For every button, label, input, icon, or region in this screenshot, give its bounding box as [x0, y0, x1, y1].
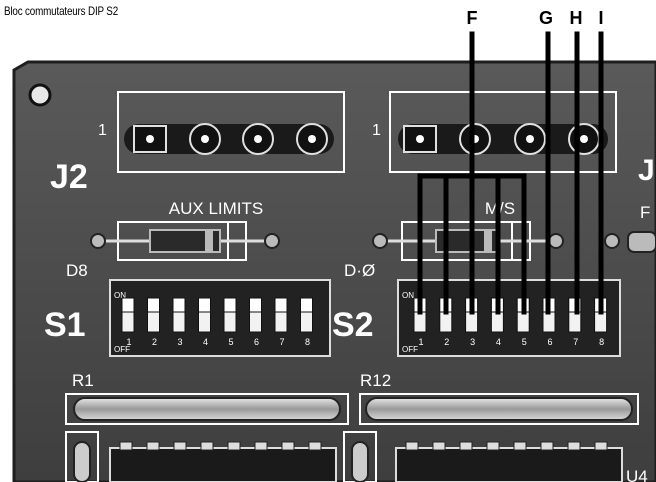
- resistor-r11: R1: [65, 371, 349, 425]
- s2-label: S2: [332, 306, 374, 344]
- s1-switch-number: 7: [279, 337, 284, 347]
- s1-switch-2: 2: [147, 297, 160, 347]
- s1-on-label: ON: [114, 291, 126, 300]
- s1-switch-number: 4: [203, 337, 208, 347]
- chip-pin: [173, 441, 187, 451]
- callout-lines: [417, 31, 604, 315]
- chip-pin: [308, 441, 322, 451]
- chip-pin: [254, 441, 268, 451]
- s2-switch-2: 2: [439, 297, 453, 347]
- callout-f: F: [467, 8, 478, 28]
- s2-switch-number: 4: [496, 337, 501, 347]
- s2-switch-number: 3: [470, 337, 475, 347]
- j3-label: J: [638, 154, 655, 187]
- s1-switch-number: 2: [152, 337, 157, 347]
- chip-pin: [200, 441, 214, 451]
- circuit-board: [12, 60, 656, 482]
- callout-i: I: [598, 8, 603, 28]
- s2-switch-number: 6: [547, 337, 552, 347]
- d10-label: D·Ø: [344, 261, 375, 280]
- s2-off-label: OFF: [402, 345, 418, 354]
- d8-label: D8: [66, 261, 88, 280]
- chip-pin: [459, 441, 473, 451]
- s1-switch-number: 5: [228, 337, 233, 347]
- s2-switch-number: 2: [444, 337, 449, 347]
- s1-switch-number: 1: [126, 337, 131, 347]
- chip-pin: [567, 441, 581, 451]
- s1-switch-1: 1: [121, 297, 135, 347]
- callout-g: G: [539, 8, 553, 28]
- s2-switch-number: 5: [522, 337, 527, 347]
- j3-pin1-label: 1: [372, 122, 381, 139]
- s1-switch-number: 3: [177, 337, 182, 347]
- s1-switch-6: 6: [249, 297, 262, 347]
- chip-pin: [594, 441, 608, 451]
- s1-switch-7: 7: [274, 297, 288, 347]
- s2-switch-number: 7: [573, 337, 578, 347]
- resistor-r12: R12: [359, 371, 639, 425]
- header-j3: 1 J: [372, 91, 655, 187]
- chip-pin: [146, 441, 160, 451]
- j2-label: J2: [50, 158, 88, 196]
- chip-pin: [227, 441, 241, 451]
- r11-label: R1: [72, 371, 94, 390]
- mounting-hole: [28, 83, 52, 107]
- j2-pin1-label: 1: [98, 122, 107, 139]
- chip-pin: [540, 441, 554, 451]
- chip-pin: [513, 441, 527, 451]
- dip-switch-s1: S1 ON OFF 1 2 3 4 5 6 7 8: [44, 279, 331, 357]
- s2-switch-8: 8: [594, 297, 608, 347]
- diode-d10: M/S D·Ø: [344, 199, 564, 280]
- edge-diode-label: F: [640, 203, 650, 222]
- s1-switch-4: 4: [198, 297, 211, 347]
- r12-label: R12: [360, 371, 391, 390]
- dip-switch-s2: S2 ON OFF 1 2 3 4 5 6 7 8: [332, 279, 621, 357]
- figure-caption: Bloc commutateurs DIP S2: [4, 4, 119, 18]
- s1-switch-5: 5: [223, 297, 237, 347]
- s2-switch-number: 8: [599, 337, 604, 347]
- bottom-components: U4: [65, 431, 648, 482]
- chip-label: U4: [626, 467, 648, 482]
- diode-d8: AUX LIMITS D8: [66, 199, 280, 280]
- chip-pin: [281, 441, 295, 451]
- callout-h: H: [570, 8, 583, 28]
- s1-switch-8: 8: [300, 297, 313, 347]
- chip-pin: [405, 441, 419, 451]
- aux-limits-label: AUX LIMITS: [169, 199, 263, 218]
- chip-pin: [432, 441, 446, 451]
- s2-switch-3: 3: [465, 297, 479, 347]
- s1-off-label: OFF: [114, 345, 130, 354]
- s1-switch-number: 6: [254, 337, 259, 347]
- s1-label: S1: [44, 306, 86, 344]
- chip-pin: [119, 441, 133, 451]
- s2-on-label: ON: [402, 291, 414, 300]
- diode-edge: F: [604, 203, 656, 253]
- s1-switch-3: 3: [172, 297, 186, 347]
- s1-switch-number: 8: [305, 337, 310, 347]
- chip-pin: [486, 441, 500, 451]
- s2-switch-number: 1: [418, 337, 423, 347]
- header-j2: 1 J2: [50, 91, 345, 196]
